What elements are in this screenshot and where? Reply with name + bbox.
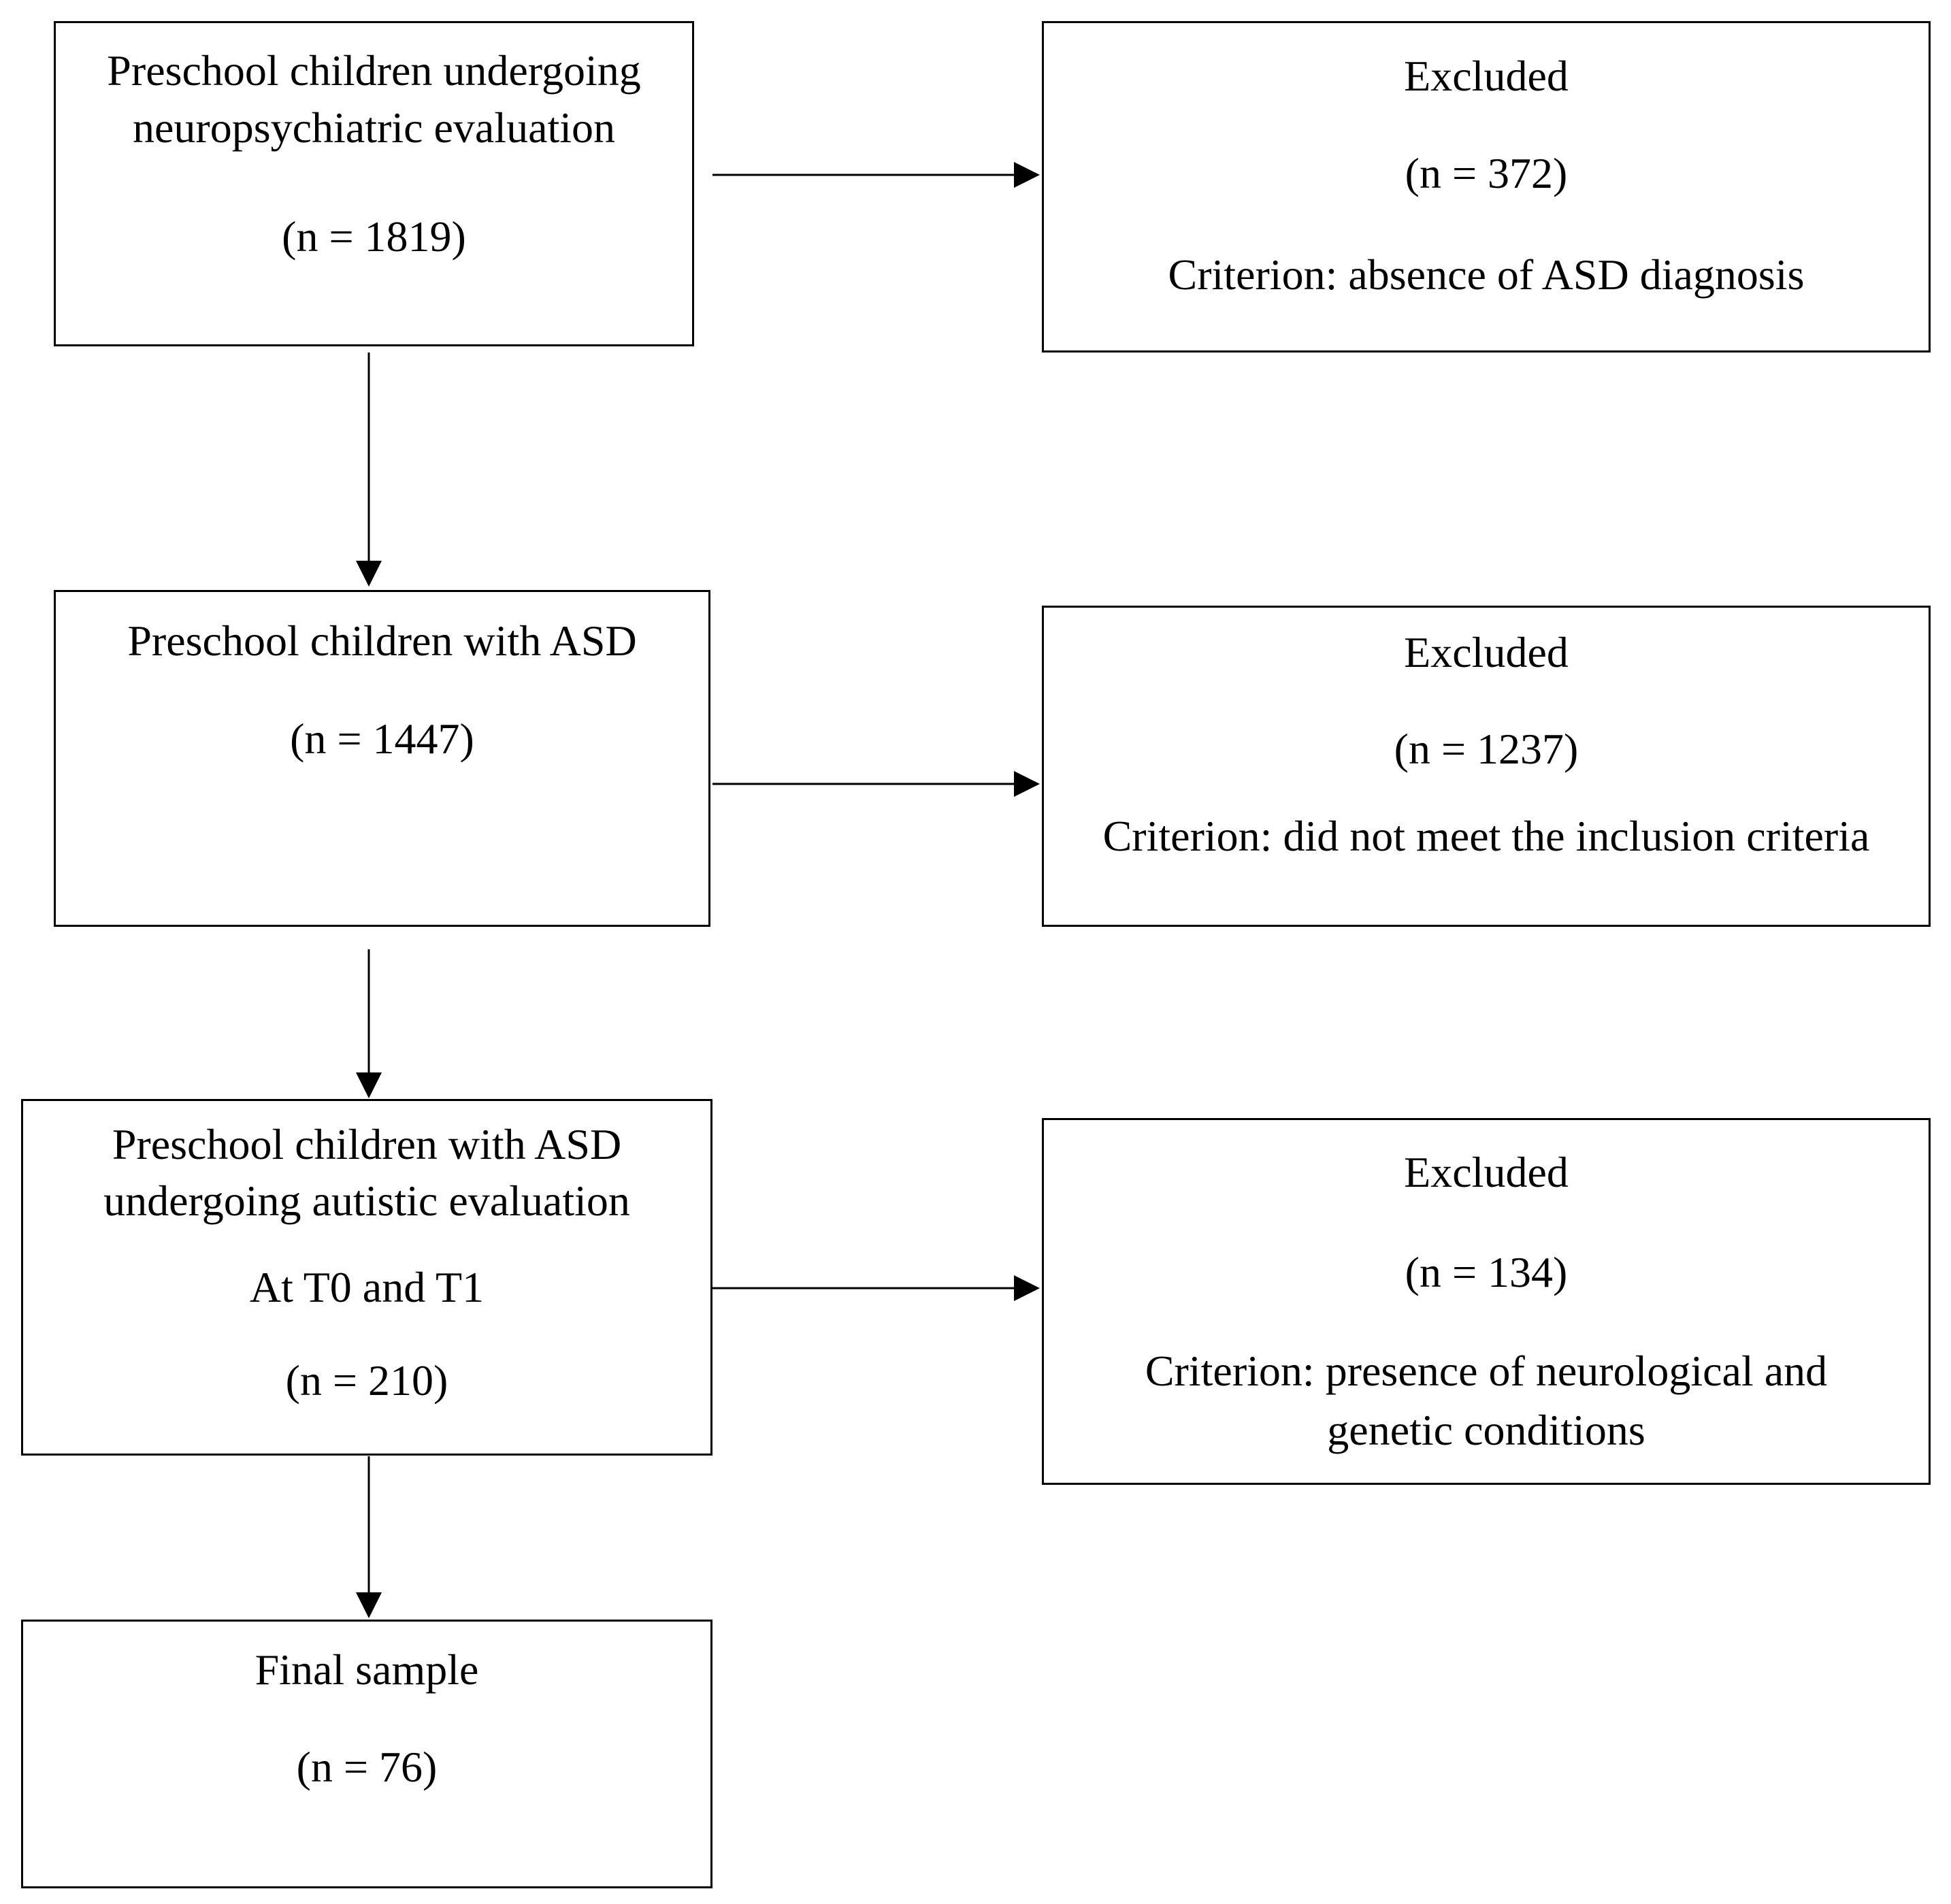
excluded-1-box: Excluded (n = 372) Criterion: absence of…	[1042, 21, 1931, 352]
excluded-2-title: Excluded	[1404, 628, 1569, 676]
arrow-asd-to-autistic-evaluation	[356, 949, 382, 1098]
autistic-evaluation-count: (n = 210)	[285, 1356, 448, 1405]
final-sample-title: Final sample	[255, 1645, 479, 1694]
excluded-3-criterion-line-2: genetic conditions	[1327, 1406, 1645, 1454]
asd-box: Preschool children with ASD (n = 1447)	[54, 590, 710, 927]
evaluation-line-2: neuropsychiatric evaluation	[132, 103, 616, 152]
autistic-evaluation-line-1: Preschool children with ASD	[112, 1120, 622, 1168]
asd-count: (n = 1447)	[290, 715, 474, 763]
arrow-autistic-evaluation-to-excluded-3	[712, 1275, 1040, 1301]
autistic-evaluation-line-2: undergoing autistic evaluation	[103, 1177, 630, 1225]
excluded-3-criterion-line-1: Criterion: presence of neurological and	[1145, 1347, 1828, 1395]
excluded-2-box: Excluded (n = 1237) Criterion: did not m…	[1042, 606, 1931, 927]
arrow-evaluation-to-excluded-1	[712, 162, 1040, 188]
excluded-1-count: (n = 372)	[1405, 149, 1568, 197]
arrow-evaluation-to-asd	[356, 352, 382, 587]
final-sample-box: Final sample (n = 76)	[21, 1620, 712, 1888]
arrow-autistic-evaluation-to-final	[356, 1456, 382, 1618]
excluded-2-criterion: Criterion: did not meet the inclusion cr…	[1102, 812, 1870, 860]
excluded-3-count: (n = 134)	[1405, 1248, 1568, 1296]
asd-line-1: Preschool children with ASD	[127, 617, 637, 665]
autistic-evaluation-box: Preschool children with ASD undergoing a…	[21, 1099, 712, 1456]
excluded-1-title: Excluded	[1404, 52, 1569, 100]
excluded-3-title: Excluded	[1404, 1148, 1569, 1196]
evaluation-line-1: Preschool children undergoing	[107, 46, 641, 95]
autistic-evaluation-line-3: At T0 and T1	[249, 1263, 485, 1311]
arrow-asd-to-excluded-2	[712, 771, 1040, 797]
evaluation-box: Preschool children undergoing neuropsych…	[54, 21, 694, 346]
excluded-1-criterion: Criterion: absence of ASD diagnosis	[1168, 250, 1805, 299]
excluded-3-box: Excluded (n = 134) Criterion: presence o…	[1042, 1118, 1931, 1485]
final-sample-count: (n = 76)	[296, 1743, 438, 1791]
excluded-2-count: (n = 1237)	[1394, 725, 1579, 773]
evaluation-count: (n = 1819)	[282, 212, 466, 261]
